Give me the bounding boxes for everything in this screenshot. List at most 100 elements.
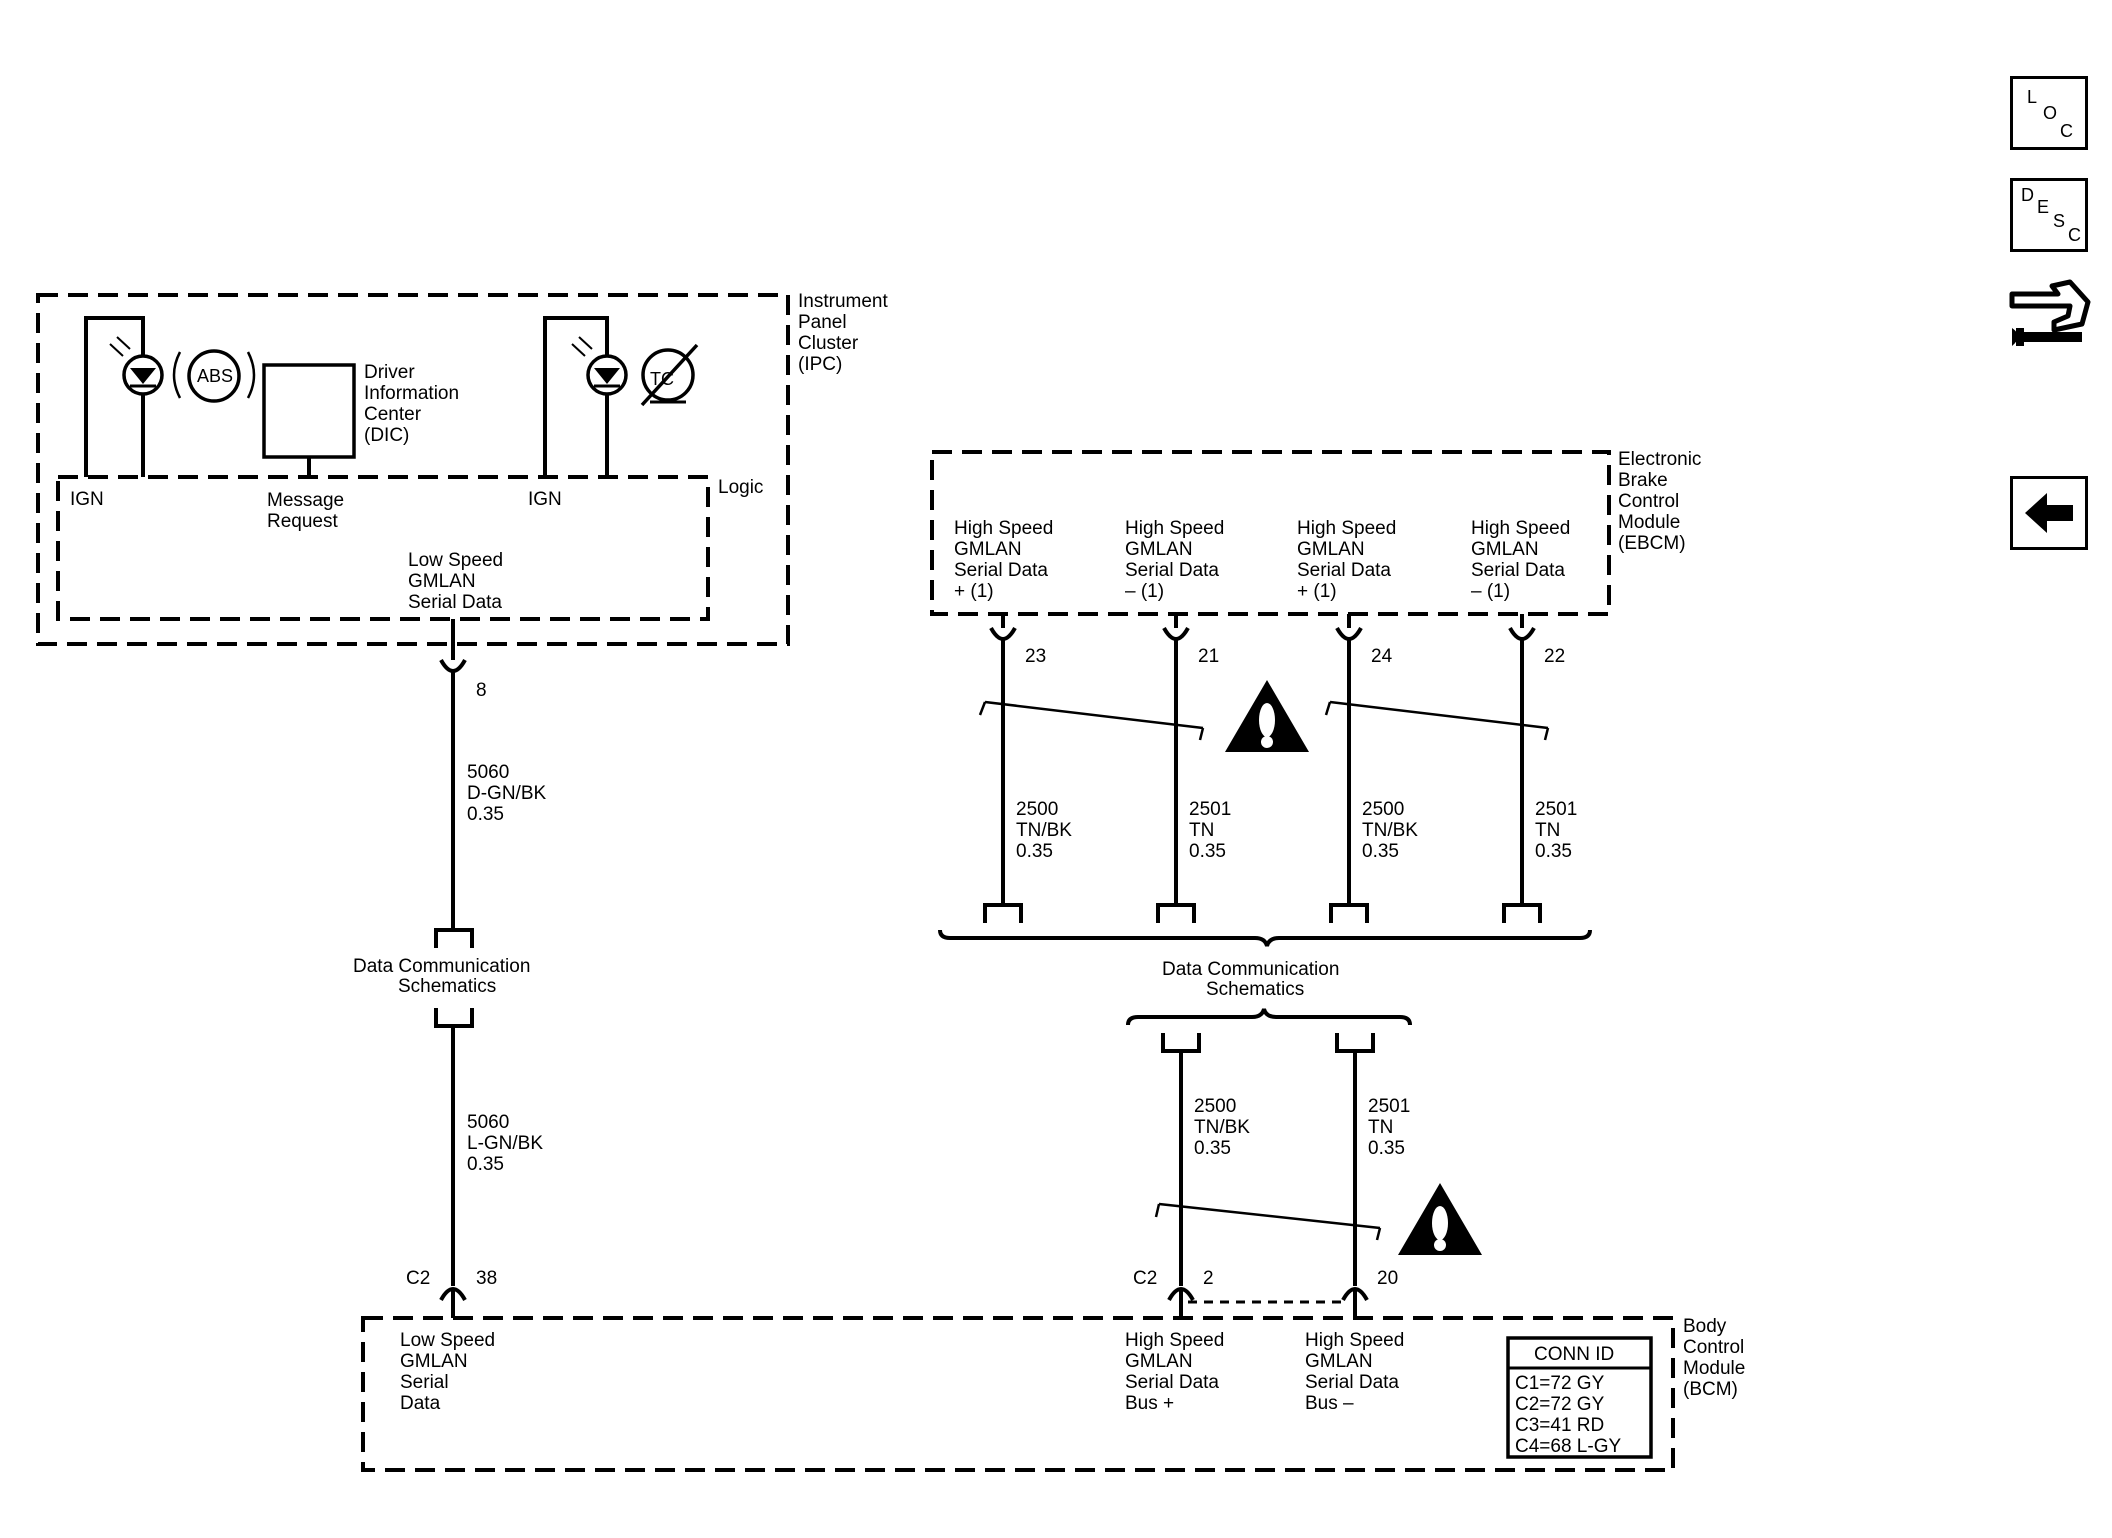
location-button[interactable]: L O C <box>2010 76 2088 150</box>
ebcm-pin-label: + (1) <box>954 581 994 602</box>
ebcm-wires: 23 2500 TN/BK 0.35 21 2501 TN 0.35 24 25… <box>978 614 1577 923</box>
arrow-left-icon <box>2025 493 2073 533</box>
ipc-module: Instrument Panel Cluster (IPC) Logic ABS… <box>36 291 888 646</box>
bcm-bus-plus-line: Serial Data <box>1125 1372 1219 1393</box>
ebcm-pin-number: 23 <box>1025 646 1046 667</box>
bcm-bus-minus-line: Serial Data <box>1305 1372 1399 1393</box>
ebcm-wire-label: 2501 <box>1189 799 1231 820</box>
traction-control-indicator-lamp: TC <box>543 316 699 477</box>
ebcm-pin-label: High Speed <box>954 518 1053 539</box>
ebcm-name-line: Electronic <box>1618 449 1701 470</box>
ebcm-pin-label: Serial Data <box>1471 560 1565 581</box>
dic-label-line: (DIC) <box>364 425 409 446</box>
bcm-bus-plus-line: Bus + <box>1125 1393 1174 1414</box>
ipc-low-speed-line: GMLAN <box>408 571 476 592</box>
bcm-wire-label: 2501 <box>1368 1096 1410 1117</box>
bcm-wire-label: TN <box>1368 1117 1393 1138</box>
ebcm-wire-label: 0.35 <box>1535 841 1572 862</box>
ebcm-wire-label: TN/BK <box>1362 820 1418 841</box>
ipc-low-speed-line: Low Speed <box>408 550 503 571</box>
ebcm-name-line: (EBCM) <box>1618 533 1686 554</box>
conn-id-row: C2=72 GY <box>1515 1394 1605 1415</box>
ebcm-pin-label: – (1) <box>1125 581 1164 602</box>
bcm-wire-label: 0.35 <box>1368 1138 1405 1159</box>
conn-id-row: C3=41 RD <box>1515 1415 1604 1436</box>
low-speed-gmlan-wire: 8 5060 D-GN/BK 0.35 Data Communication S… <box>353 619 547 1318</box>
ebcm-wire-label: TN <box>1535 820 1560 841</box>
conn-id-table: CONN ID C1=72 GY C2=72 GY C3=41 RD C4=68… <box>1506 1336 1653 1459</box>
desc-letter: E <box>2037 197 2050 217</box>
logic-label: Logic <box>718 477 763 498</box>
description-button[interactable]: D E S C <box>2010 178 2088 252</box>
ign-right-label: IGN <box>528 489 562 510</box>
ebcm-pin-label: Serial Data <box>1297 560 1391 581</box>
ebcm-wire-label: 0.35 <box>1362 841 1399 862</box>
bcm-low-speed-line: Serial <box>400 1372 449 1393</box>
ebcm-wire-label: 0.35 <box>1016 841 1053 862</box>
ebcm-wire-label: TN <box>1189 820 1214 841</box>
ebcm-pin-number: 22 <box>1544 646 1565 667</box>
wire-lower-line: L-GN/BK <box>467 1133 543 1154</box>
bcm-name-line: (BCM) <box>1683 1379 1738 1400</box>
bcm-wire-label: TN/BK <box>1194 1117 1250 1138</box>
bcm-low-speed-line: Data <box>400 1393 441 1414</box>
desc-letter: S <box>2053 211 2066 231</box>
ebcm-pin-label: + (1) <box>1297 581 1337 602</box>
bcm-pin-plus: 2 <box>1203 1268 1214 1289</box>
message-request-line: Request <box>267 511 338 532</box>
bcm-module: Body Control Module (BCM) Low Speed GMLA… <box>361 1316 1745 1472</box>
ebcm-pin-label: – (1) <box>1471 581 1510 602</box>
loc-letter: O <box>2043 103 2058 123</box>
caution-icon <box>1398 1183 1482 1255</box>
bcm-pin-left: 38 <box>476 1268 497 1289</box>
ebcm-pin-label: GMLAN <box>1125 539 1193 560</box>
hand-wrench-icon <box>2009 279 2091 346</box>
loc-letter: L <box>2027 87 2038 107</box>
ebcm-pin-label: High Speed <box>1471 518 1570 539</box>
ebcm-wire-label: 0.35 <box>1189 841 1226 862</box>
message-request-line: Message <box>267 490 344 511</box>
ebcm-pin-label: GMLAN <box>954 539 1022 560</box>
ipc-name-line: Instrument <box>798 291 888 312</box>
ebcm-pin-label: Serial Data <box>954 560 1048 581</box>
dic-label-line: Information <box>364 383 459 404</box>
wire-upper-line: 5060 <box>467 762 509 783</box>
repair-procedure-button[interactable] <box>2008 272 2092 356</box>
ebcm-pin-number: 24 <box>1371 646 1393 667</box>
ebcm-name-line: Brake <box>1618 470 1668 491</box>
bcm-wire-label: 0.35 <box>1194 1138 1231 1159</box>
bcm-bus-minus-line: Bus – <box>1305 1393 1354 1414</box>
conn-id-row: C1=72 GY <box>1515 1373 1605 1394</box>
loc-letter: C <box>2060 121 2073 141</box>
dic-label-line: Driver <box>364 362 415 383</box>
caution-icon <box>1225 680 1309 752</box>
tc-label: TC <box>650 369 674 389</box>
bcm-bus-minus-line: High Speed <box>1305 1330 1404 1351</box>
wire-lower-line: 0.35 <box>467 1154 504 1175</box>
bcm-low-speed-line: Low Speed <box>400 1330 495 1351</box>
ebcm-pin-label: High Speed <box>1297 518 1396 539</box>
ipc-name-line: (IPC) <box>798 354 842 375</box>
ign-left-label: IGN <box>70 489 104 510</box>
wire-upper-line: 0.35 <box>467 804 504 825</box>
dcs-right-line: Data Communication <box>1162 959 1339 980</box>
bcm-name-line: Control <box>1683 1337 1744 1358</box>
abs-label: ABS <box>197 366 233 386</box>
abs-indicator-lamp: ABS <box>84 316 256 477</box>
desc-letter: D <box>2021 185 2034 205</box>
ebcm-wire-label: 2501 <box>1535 799 1577 820</box>
bcm-low-speed-line: GMLAN <box>400 1351 468 1372</box>
ebcm-wire-label: TN/BK <box>1016 820 1072 841</box>
bcm-wire-label: 2500 <box>1194 1096 1236 1117</box>
ebcm-pin-number: 21 <box>1198 646 1219 667</box>
ebcm-pin-label: GMLAN <box>1471 539 1539 560</box>
desc-letter: C <box>2068 225 2081 245</box>
back-button[interactable] <box>2010 476 2088 550</box>
bcm-bus-plus-line: High Speed <box>1125 1330 1224 1351</box>
ebcm-wire-label: 2500 <box>1362 799 1404 820</box>
ipc-pin-label: 8 <box>476 680 487 701</box>
dic-label-line: Center <box>364 404 422 425</box>
data-communication-bracket: Data Communication Schematics <box>938 929 1592 1026</box>
dcs-left-line: Data Communication <box>353 956 530 977</box>
